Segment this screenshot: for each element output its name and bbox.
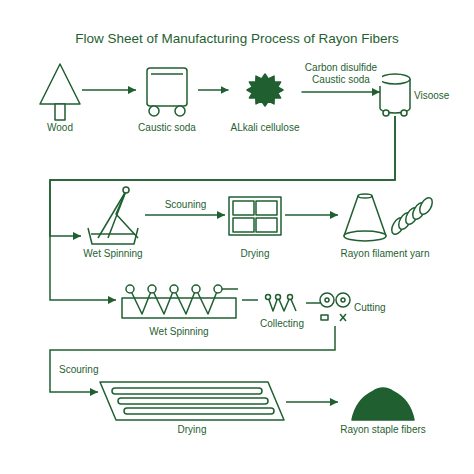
edge-label: Scouning <box>163 199 209 211</box>
fiber-pile <box>352 388 414 420</box>
guide-roller <box>148 285 156 293</box>
spinning-icon <box>88 187 138 244</box>
guide-roller <box>126 285 134 293</box>
process-step: Visoose <box>380 74 452 116</box>
tank-lid <box>380 74 410 84</box>
step-label: Collecting <box>258 318 306 330</box>
flow-arrow <box>306 302 320 304</box>
step-label: Drying <box>98 424 286 436</box>
fiber-pile-icon <box>352 388 414 420</box>
guide-roller <box>192 285 200 293</box>
oven-icon <box>100 382 284 420</box>
diagram-title: Flow Sheet of Manufacturing Process of R… <box>0 31 474 46</box>
process-step: Drying <box>225 195 285 260</box>
connector-layer <box>50 90 395 402</box>
flow-arrow <box>286 401 338 403</box>
guide-roller <box>170 285 178 293</box>
flow-arrow <box>145 214 225 216</box>
flow-arrow <box>302 91 381 93</box>
spin-frame <box>116 191 138 238</box>
dryer-pane <box>256 218 277 232</box>
tree-trunk <box>55 104 65 120</box>
cutter-blade <box>340 314 346 321</box>
cutter-roller <box>320 293 334 307</box>
flow-arrow <box>285 214 338 216</box>
process-step: Wet Spinning <box>116 282 242 338</box>
flow-arrow <box>50 116 395 300</box>
process-step: Wood <box>38 64 82 134</box>
collector-pin <box>276 295 281 300</box>
step-label: Rayon staple fibers <box>338 424 428 436</box>
dryer-icon <box>229 197 281 235</box>
spin-frame <box>98 191 126 238</box>
cutter-guide <box>321 315 328 320</box>
step-label: Drying <box>225 248 285 260</box>
cutter-hub <box>341 298 345 302</box>
cart-wheel <box>149 106 159 116</box>
cutter-roller <box>336 293 350 307</box>
yarn-cone-top <box>358 194 372 198</box>
dryer-frame <box>229 197 281 235</box>
edge-label: Scouring <box>57 364 100 376</box>
flow-arrow <box>50 326 335 392</box>
collector-pin <box>266 295 271 300</box>
step-label: Caustic soda <box>136 122 198 134</box>
oven-belt <box>118 398 268 404</box>
process-step: Drying <box>98 382 286 436</box>
process-step: Cutting <box>320 290 388 326</box>
yarn-cone <box>344 196 386 236</box>
tree-crown <box>40 64 80 104</box>
guide-roller <box>214 285 222 293</box>
cutter-hub <box>325 298 329 302</box>
step-label: ALkali cellulose <box>229 122 302 134</box>
step-label: Wet Spinning <box>81 248 145 260</box>
process-step: Collecting <box>258 294 306 330</box>
yarn-icon <box>344 194 435 241</box>
tree-icon <box>40 64 80 120</box>
tank-wheel <box>383 110 389 116</box>
dryer-pane <box>233 201 254 215</box>
collector-icon <box>266 295 297 312</box>
step-label: Rayon filament yarn <box>338 248 432 260</box>
collector-pin <box>288 295 293 300</box>
step-label: Wet Spinning <box>116 326 242 338</box>
process-step: ALkali cellulose <box>229 72 302 134</box>
dryer-pane <box>256 201 277 215</box>
yarn-cone-base <box>344 231 386 241</box>
spin-fiber <box>108 191 126 238</box>
spin-guide <box>123 187 129 193</box>
process-step: Wet Spinning <box>81 186 145 260</box>
flow-arrow <box>198 89 229 91</box>
flow-arrow <box>82 89 136 91</box>
oven-belt <box>112 388 262 394</box>
step-label: Visoose <box>414 90 449 102</box>
cutter-blade <box>340 314 346 321</box>
tank-wheel <box>401 110 407 116</box>
edge-label: Carbon disulfide Caustic soda <box>300 62 382 86</box>
step-label: Cutting <box>354 302 386 314</box>
fiber-path <box>130 289 238 314</box>
process-step: Caustic soda <box>136 66 198 134</box>
cutter-icon <box>320 293 350 321</box>
oven-belt <box>124 408 274 414</box>
process-step: Rayon filament yarn <box>338 192 432 260</box>
crumb-shape <box>247 74 283 106</box>
flow-arrow <box>50 116 395 236</box>
cart-body <box>147 68 187 106</box>
cart-rim <box>151 73 183 75</box>
yarn-coil <box>417 196 435 217</box>
spin-bath-icon <box>122 285 238 318</box>
bath-level <box>91 233 135 235</box>
tank-icon <box>380 74 410 116</box>
flow-arrow <box>242 299 258 301</box>
oven-housing <box>100 382 284 420</box>
crumb-icon <box>247 74 283 106</box>
cart-wheel <box>175 106 185 116</box>
step-label: Wood <box>38 122 82 134</box>
cart-icon <box>147 68 187 116</box>
process-step: Rayon staple fibers <box>338 384 428 436</box>
dryer-pane <box>233 218 254 232</box>
